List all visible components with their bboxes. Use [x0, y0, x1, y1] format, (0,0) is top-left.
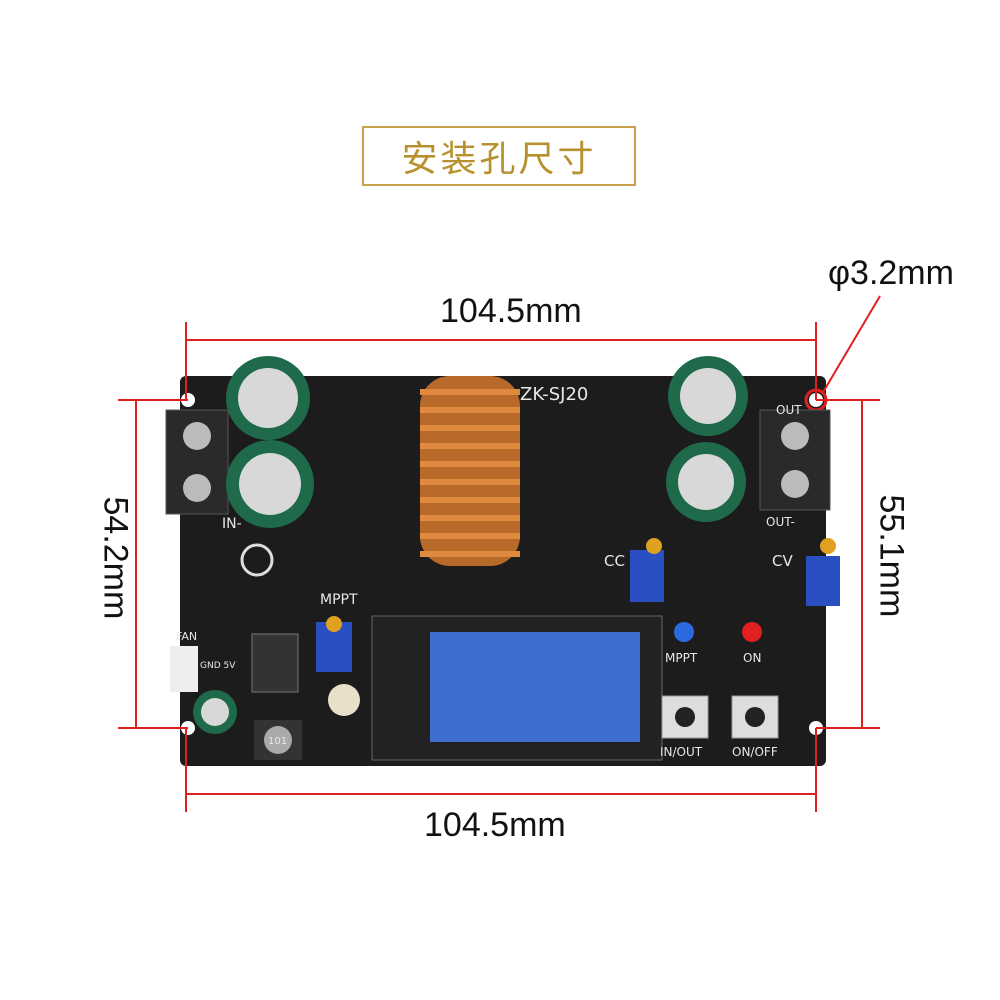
- in-minus-label: IN-: [222, 516, 242, 532]
- cv-label: CV: [772, 552, 793, 570]
- on-off-button-label: ON/OFF: [732, 745, 778, 759]
- inductor-label: 101: [268, 736, 287, 747]
- in-out-button-label: IN/OUT: [660, 745, 703, 759]
- dimension-lines: [118, 295, 881, 812]
- output-capacitors: [666, 356, 748, 522]
- toroid-inductor: [420, 376, 520, 566]
- fan-connector: [170, 646, 198, 692]
- mppt-pot-label: MPPT: [320, 592, 358, 608]
- hole-diameter-label: φ3.2mm: [828, 254, 954, 292]
- cv-potentiometer: [806, 556, 840, 606]
- bottom-width-label: 104.5mm: [424, 806, 566, 844]
- page-title: 安装孔尺寸: [362, 126, 636, 186]
- voltage-regulator: [251, 633, 299, 693]
- out-label: OUT-: [766, 515, 795, 529]
- mppt-led-label: MPPT: [665, 651, 698, 665]
- gnd-5v-label: GND 5V: [200, 661, 236, 671]
- input-capacitors: [226, 356, 314, 528]
- on-led: [742, 622, 762, 642]
- fan-label: FAN: [176, 630, 197, 643]
- out-top-label: OUT: [776, 403, 802, 417]
- brand-logo-icon: [240, 543, 274, 577]
- model-label: ZK-SJ20: [520, 384, 588, 405]
- cc-label: CC: [604, 552, 625, 570]
- top-width-label: 104.5mm: [440, 292, 582, 330]
- cc-potentiometer: [630, 550, 664, 602]
- mppt-led: [674, 622, 694, 642]
- lcd-screen: [430, 632, 640, 742]
- on-led-label: ON: [743, 651, 761, 665]
